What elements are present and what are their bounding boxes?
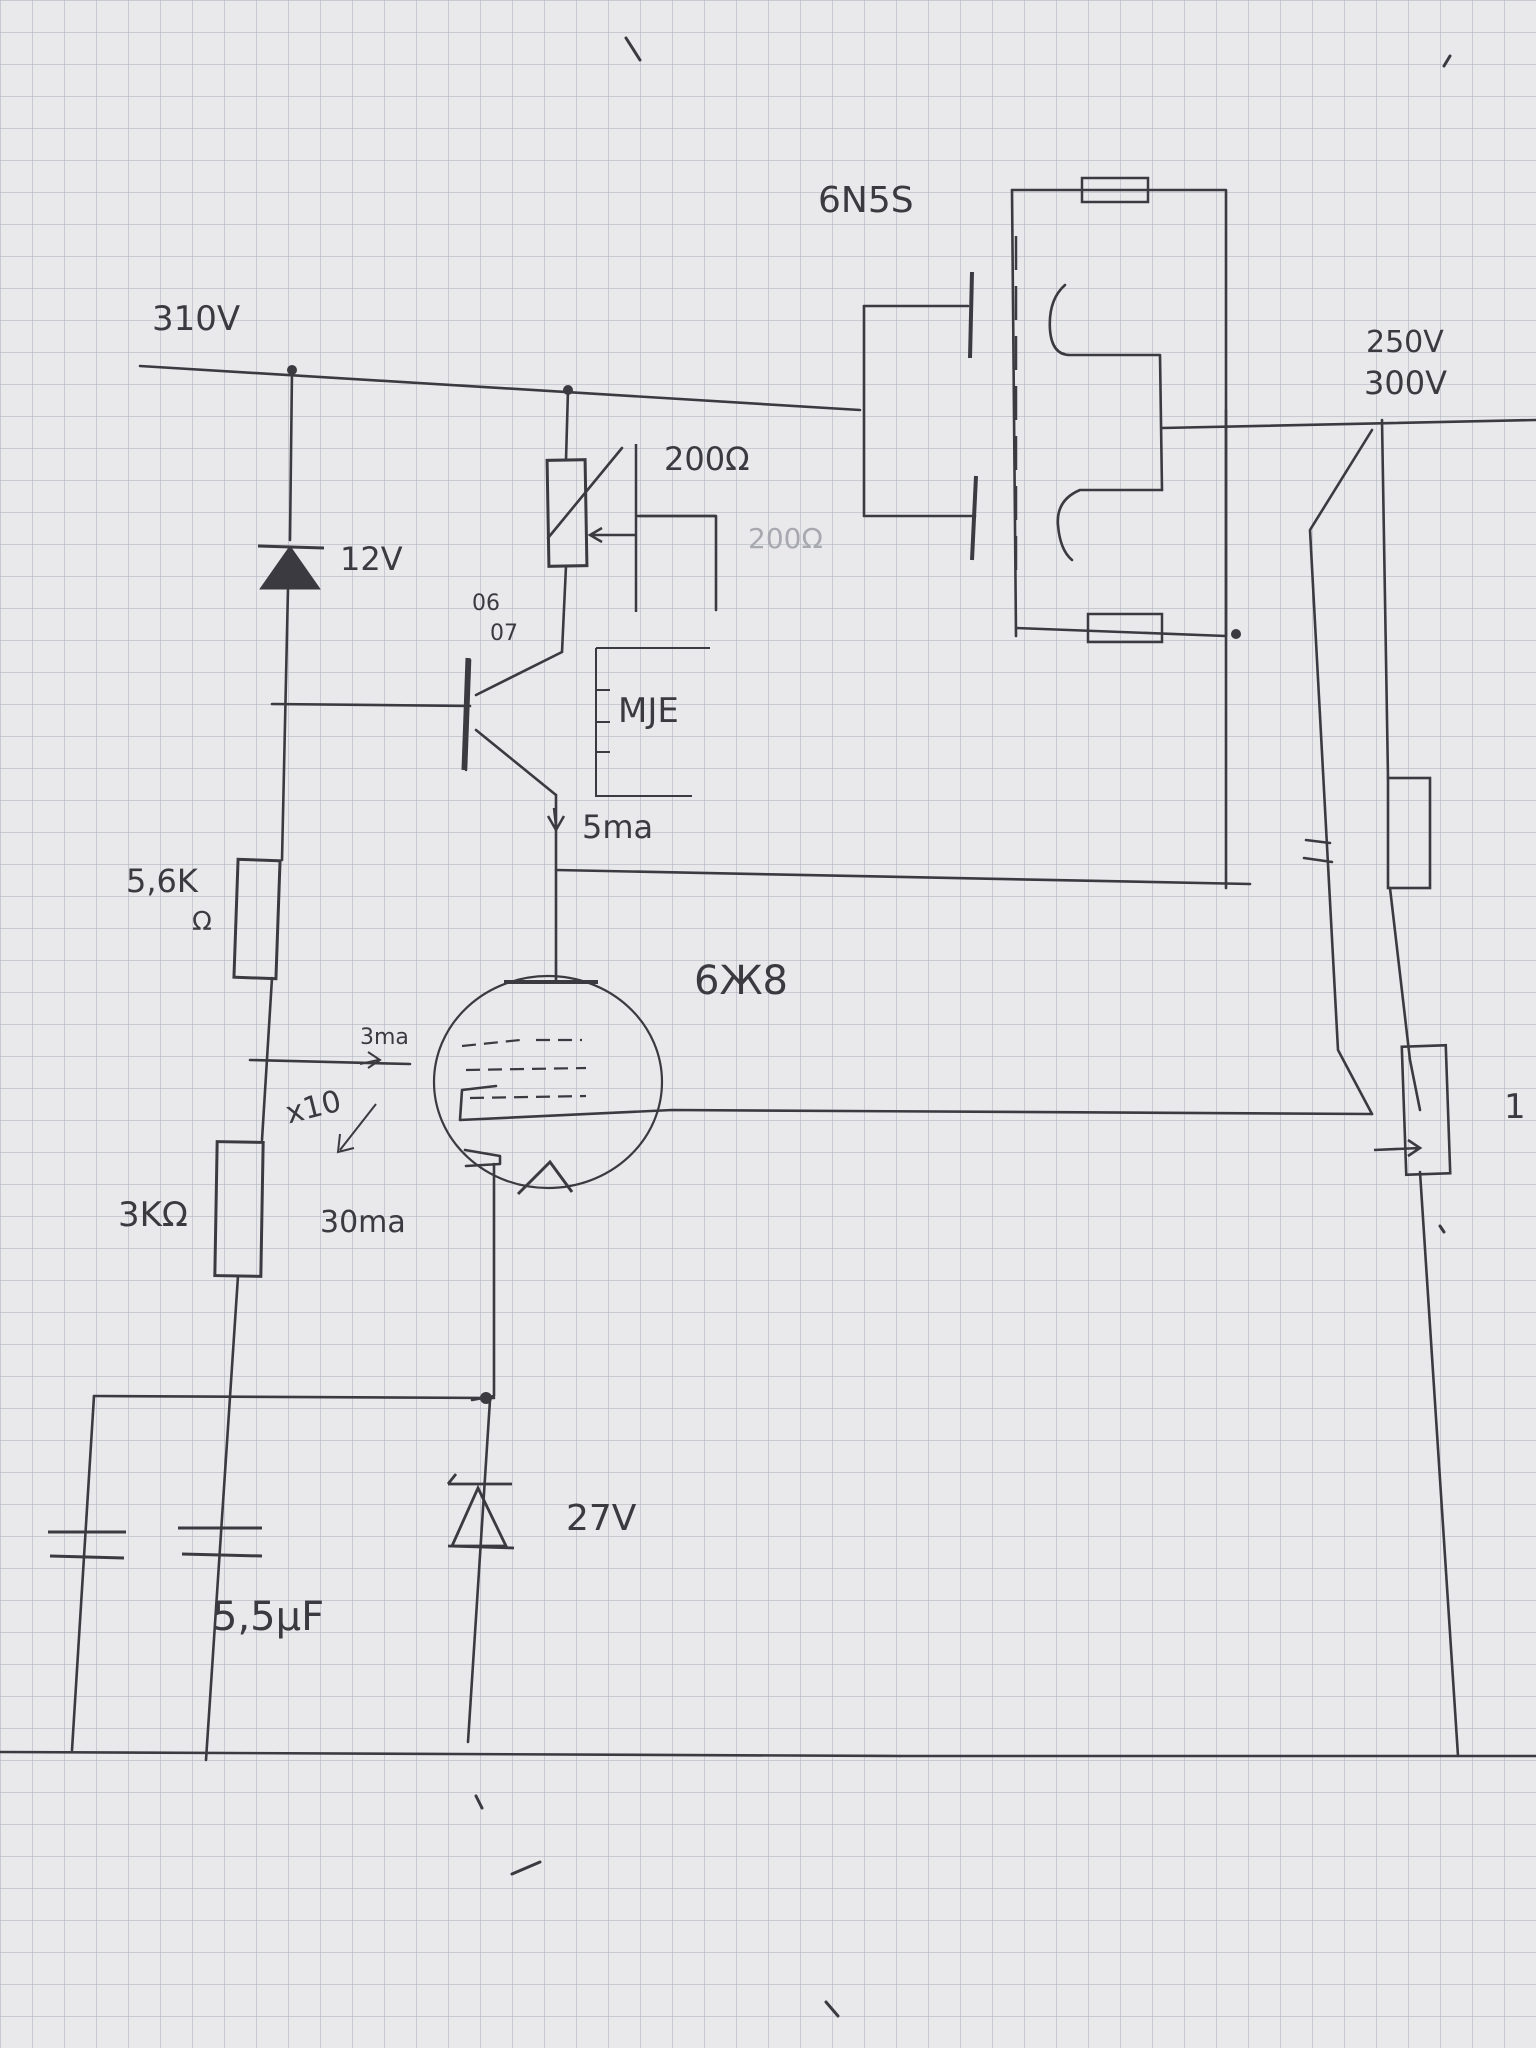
right-components (1373, 776, 1452, 1177)
label-6zh8: 6Ж8 (694, 958, 788, 1004)
transistor-mje (461, 657, 471, 771)
heatsink-fins (595, 647, 710, 797)
label-3k: 3KΩ (118, 1195, 188, 1235)
pot-wiper-arrow (587, 526, 636, 544)
label-3ma: 3ma (360, 1025, 409, 1050)
label-5-6k: 5,6K (126, 862, 199, 900)
x10-arrow (336, 1103, 377, 1154)
zener-diode-27v (446, 1473, 515, 1550)
label-pot-200-ohm: 200Ω (664, 440, 750, 478)
capacitor-5-5uf (178, 1526, 263, 1558)
label-5-5uf: 5,5µF (212, 1594, 324, 1640)
wires (0, 188, 1536, 1762)
zener-diode-12v (257, 544, 325, 590)
label-6n5s: 6N5S (818, 180, 914, 221)
label-250v: 250V (1366, 325, 1444, 360)
label-mje: MJE (618, 691, 679, 731)
label-pot-200-ohm-faint: 200Ω (748, 522, 823, 555)
capacitor-left (48, 1530, 126, 1560)
pot-bracket (634, 444, 716, 612)
label-gain-06: 06 (472, 591, 500, 616)
label-gain-07: 07 (490, 621, 518, 646)
label-edge-1: 1 (1504, 1087, 1526, 1127)
pen-specks (474, 36, 1452, 2018)
label-310v: 310V (152, 299, 240, 339)
label-300v: 300V (1364, 364, 1447, 402)
junction-dots (287, 365, 1241, 1404)
pot-200-ohm (545, 458, 589, 568)
tube-6n5s (968, 176, 1164, 644)
tube-6zh8 (432, 960, 664, 1196)
label-zener-12v: 12V (340, 540, 403, 578)
label-5-6k-unit: Ω (192, 907, 212, 937)
collector-arrow (546, 807, 566, 833)
resistor-3k (213, 1140, 265, 1278)
label-5ma: 5ma (582, 808, 653, 846)
label-27v: 27V (566, 1498, 637, 1539)
resistor-5-6k (232, 857, 282, 981)
label-30ma: 30ma (320, 1205, 406, 1240)
g2-arrow (359, 1051, 382, 1069)
